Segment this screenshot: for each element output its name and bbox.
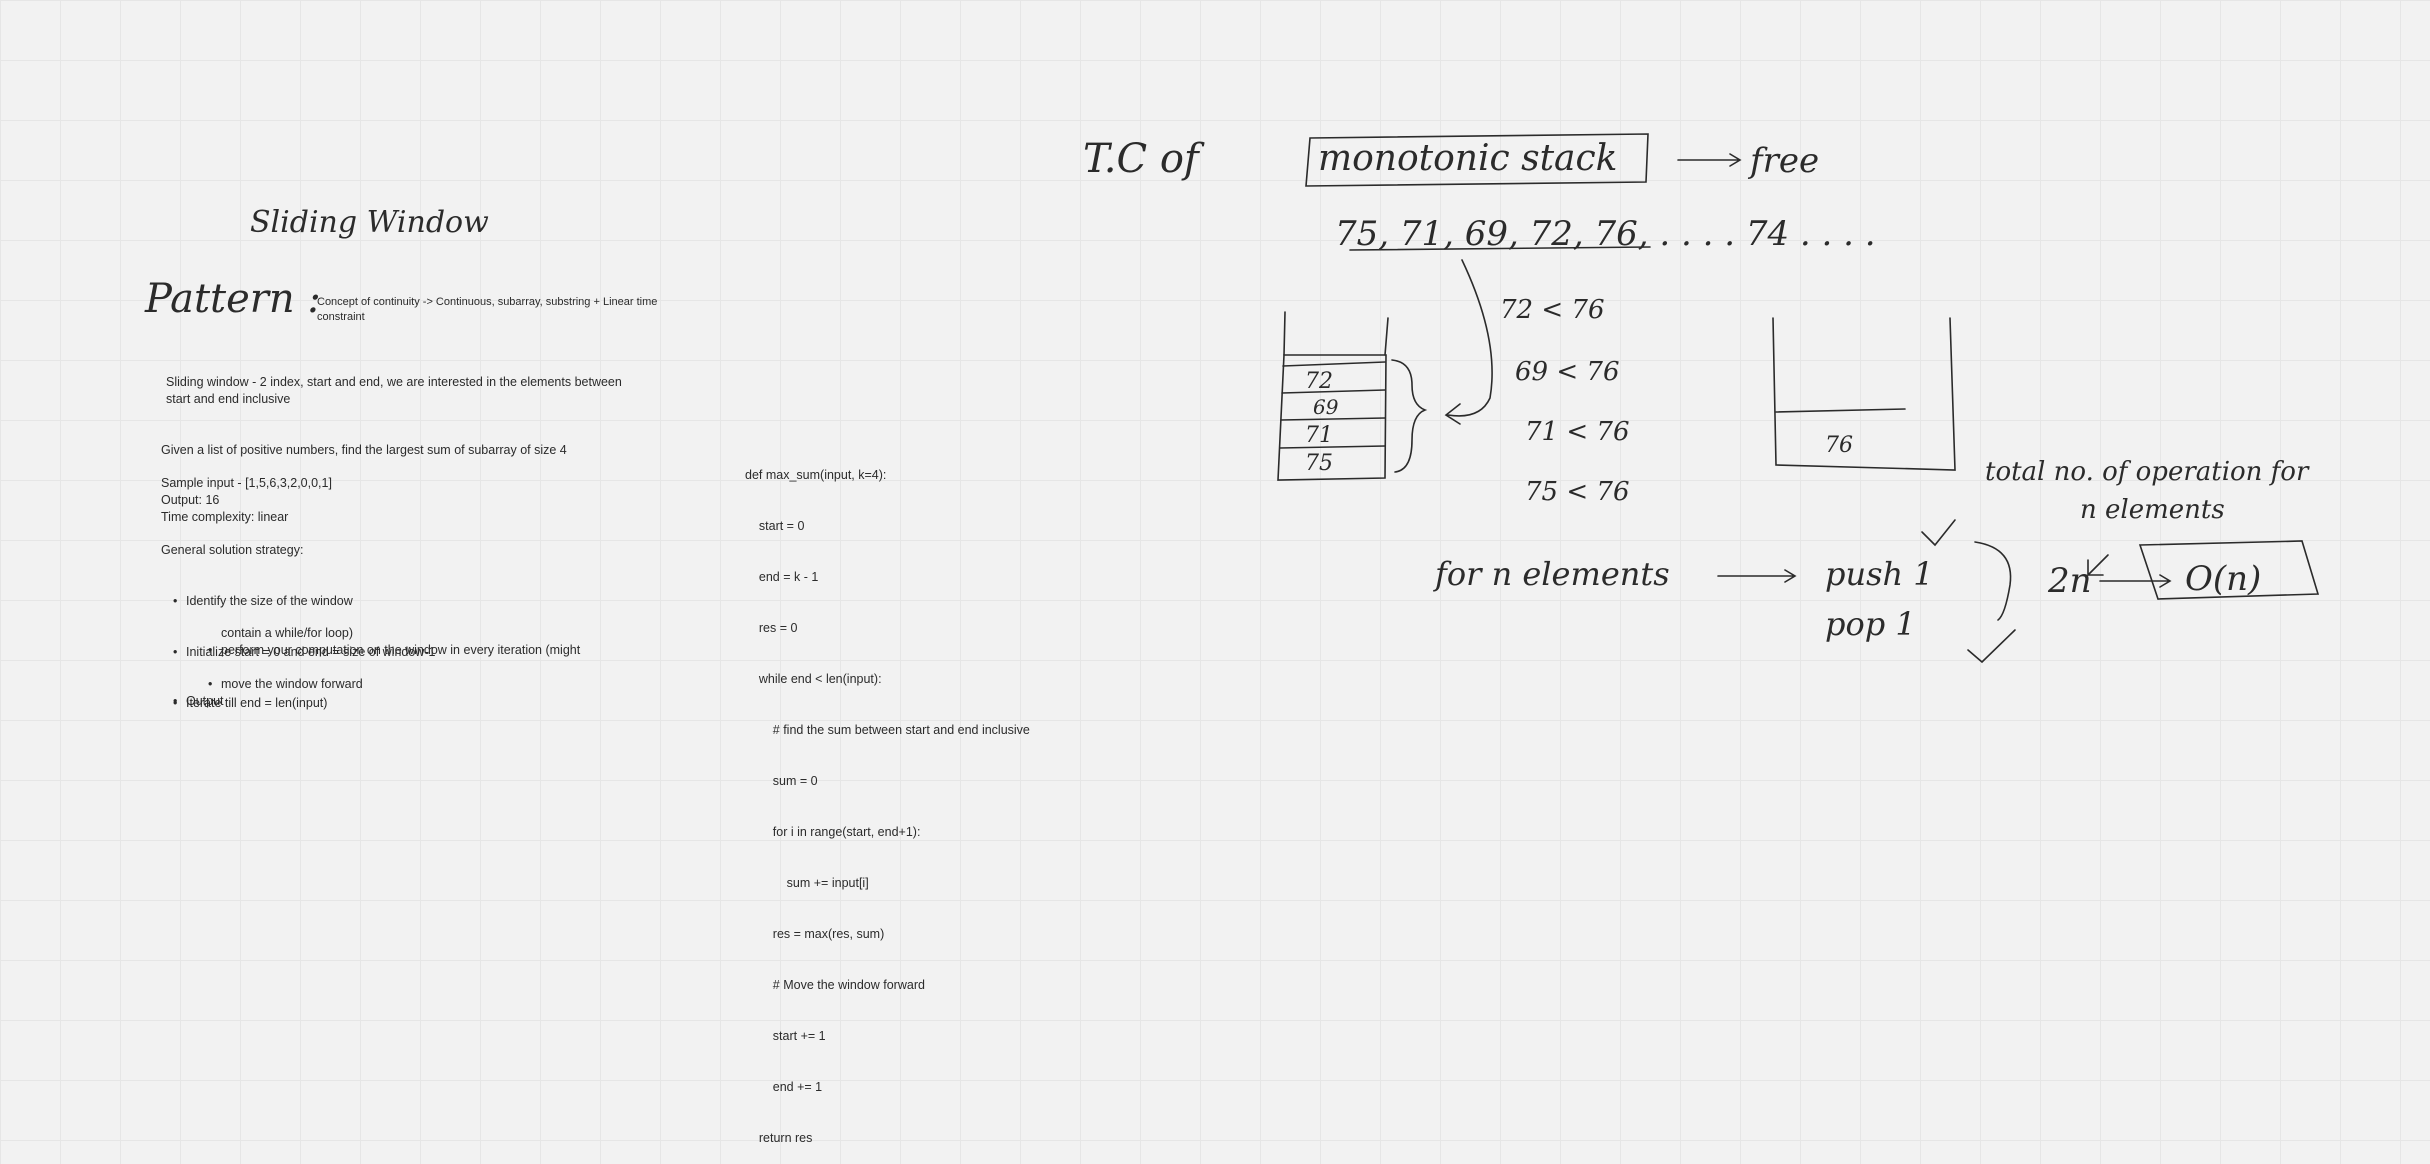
- code-line: end += 1: [745, 1080, 823, 1094]
- monotonic-stack-box: [1305, 133, 1649, 187]
- strategy-substep: perform your computation on the window i…: [208, 642, 580, 659]
- right-stack-divider: [1775, 408, 1906, 413]
- free-label: free: [1747, 141, 1819, 181]
- big-o-box: [2138, 540, 2320, 600]
- stack-brace: [1391, 359, 1428, 473]
- two-n-label: 2n: [2047, 561, 2092, 601]
- right-stack-outline: [1772, 317, 1956, 471]
- total-ops-line-1: total no. of operation for: [1985, 457, 2310, 487]
- tc-of-label: T.C of: [1083, 136, 1205, 182]
- stack-divider: [1279, 445, 1386, 449]
- comparison: 71 < 76: [1525, 417, 1629, 447]
- monotonic-stack-label: monotonic stack: [1318, 138, 1618, 179]
- code-line: start = 0: [745, 519, 805, 533]
- code-line: end = k - 1: [745, 570, 819, 584]
- handwriting-left-layer: Sliding Window Pattern :: [144, 205, 489, 322]
- code-line: # find the sum between start and end inc…: [745, 723, 1030, 737]
- problem-statement: Given a list of positive numbers, find t…: [161, 443, 567, 457]
- code-line: return res: [745, 1131, 813, 1145]
- right-stack-item: 76: [1825, 433, 1853, 458]
- big-o-label: O(n): [2185, 559, 2261, 599]
- arrow-to-stack: [1444, 259, 1493, 425]
- push-pop-brace: [1974, 541, 2012, 621]
- pattern-label: Pattern :: [144, 276, 321, 322]
- stack-left-wall-top: [1283, 311, 1286, 356]
- push-label: push 1: [1825, 555, 1934, 593]
- stack-item: 72: [1305, 369, 1333, 394]
- strategy-list-2: Output: [173, 659, 223, 727]
- sequence-underline: [1349, 246, 1651, 251]
- strategy-heading: General solution strategy:: [161, 543, 304, 557]
- stack-divider: [1280, 417, 1386, 421]
- arrow-to-big-o: [2099, 574, 2172, 588]
- strategy-sublist: perform your computation on the window i…: [208, 608, 580, 676]
- stack-item: 71: [1305, 423, 1333, 448]
- strategy-substep-cont: contain a while/for loop): [221, 626, 354, 640]
- concept-line-1: Concept of continuity -> Continuous, sub…: [317, 296, 658, 308]
- code-line: for i in range(start, end+1):: [745, 825, 921, 839]
- code-line: res = max(res, sum): [745, 927, 885, 941]
- sample-input: Sample input - [1,5,6,3,2,0,0,1]: [161, 476, 332, 490]
- sample-output: Output: 16: [161, 493, 220, 507]
- code-line: start += 1: [745, 1029, 826, 1043]
- arrow-to-free: [1677, 153, 1742, 167]
- definition-line-2: start and end inclusive: [166, 392, 291, 406]
- strategy-step: Output: [173, 693, 223, 710]
- comparison: 72 < 76: [1500, 295, 1604, 325]
- sliding-window-title: Sliding Window: [250, 205, 489, 240]
- pop-label: pop 1: [1825, 605, 1916, 643]
- handwriting-right-layer: T.C of monotonic stack free 75, 71, 69, …: [1083, 133, 2320, 664]
- arrow-from-total-ops: [2087, 554, 2109, 576]
- stack-item: 69: [1313, 395, 1339, 419]
- stack-right-wall-top: [1384, 317, 1389, 356]
- pop-check: [1967, 629, 2016, 664]
- concept-line-2: constraint: [317, 311, 365, 323]
- definition-line-1: Sliding window - 2 index, start and end,…: [166, 375, 622, 389]
- stack-divider: [1281, 389, 1386, 394]
- push-check: [1921, 519, 1956, 547]
- for-n-elements: for n elements: [1433, 555, 1670, 593]
- strategy-substep: move the window forward: [208, 676, 363, 693]
- total-ops-line-2: n elements: [2080, 495, 2225, 525]
- code-line: # Move the window forward: [745, 978, 925, 992]
- time-complexity: Time complexity: linear: [161, 510, 289, 524]
- stack-outline: [1277, 354, 1387, 481]
- comparison: 69 < 76: [1515, 357, 1619, 387]
- stack-item: 75: [1305, 451, 1333, 476]
- comparison: 75 < 76: [1525, 477, 1629, 507]
- code-line: sum += input[i]: [745, 876, 869, 890]
- strategy-step: Identify the size of the window: [173, 593, 435, 610]
- stack-divider: [1282, 361, 1386, 367]
- strategy-sublist-2: move the window forward: [208, 642, 363, 710]
- code-line: def max_sum(input, k=4):: [745, 468, 887, 482]
- arrow-to-push: [1717, 569, 1797, 583]
- code-line: res = 0: [745, 621, 798, 635]
- code-line: while end < len(input):: [745, 672, 882, 686]
